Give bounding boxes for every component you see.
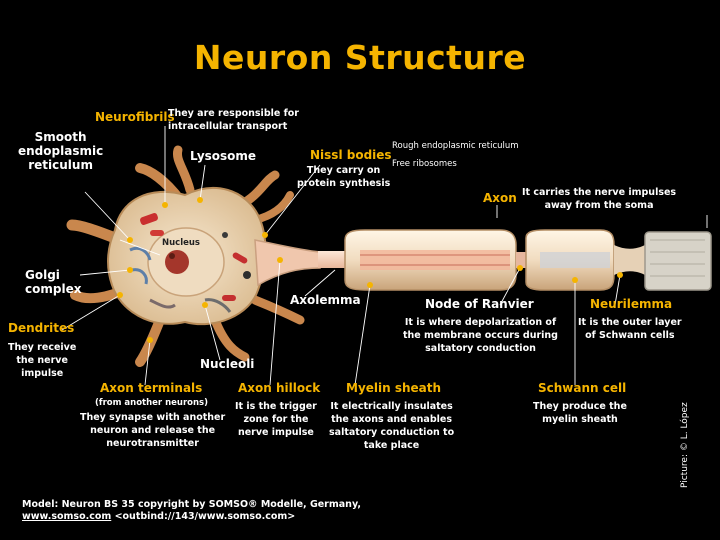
golgi-complex-label: Golgi complex	[25, 268, 82, 296]
axon-terminals-description: They synapse with another neuron and rel…	[80, 412, 226, 449]
rough-er-label: Rough endoplasmic reticulum	[392, 141, 519, 151]
neurilemma-label: Neurilemma	[590, 297, 673, 311]
node-of-ranvier-description: It is where depolarization of the membra…	[403, 317, 558, 354]
neurofibrils-label: Neurofibrils	[95, 110, 175, 124]
axon	[318, 251, 348, 268]
dendrites-description: They receive the nerve impulse	[8, 342, 77, 379]
free-ribosomes-label: Free ribosomes	[392, 159, 457, 169]
axon-hillock-label: Axon hillock	[238, 381, 321, 395]
axon-label: Axon	[483, 191, 517, 205]
axon-terminals-sublabel: (from another neurons)	[95, 398, 208, 408]
axon-hillock-description: It is the trigger zone for the nerve imp…	[235, 401, 317, 438]
smooth-er-label: Smooth endoplasmic reticulum	[18, 130, 104, 172]
model-credit-line: Model: Neuron BS 35 copyright by SOMSO® …	[22, 499, 362, 510]
somso-link[interactable]: www.somso.com	[22, 511, 112, 522]
schwann-cell-label: Schwann cell	[538, 381, 627, 395]
axolemma-label: Axolemma	[290, 293, 361, 307]
neurilemma-end	[644, 231, 712, 291]
lysosome-label: Lysosome	[190, 149, 257, 163]
myelin-sheath	[344, 229, 645, 291]
organelles	[129, 213, 251, 313]
axon-terminals-label: Axon terminals	[100, 381, 203, 395]
node-of-ranvier	[516, 252, 526, 268]
schwann-cell-description: They produce the myelin sheath	[533, 401, 627, 425]
nissl-bodies-description: They carry on protein synthesis	[297, 165, 391, 189]
somso-outbind-text: <outbind://143/www.somso.com>	[111, 511, 296, 522]
model-link-line: www.somso.com <outbind://143/www.somso.c…	[22, 511, 361, 523]
axon-hillock	[254, 239, 321, 287]
nissl-bodies-label: Nissl bodies	[310, 148, 392, 162]
axon-description: It carries the nerve impulses away from …	[522, 187, 677, 211]
nucleoli-label: Nucleoli	[200, 357, 255, 371]
model-credit: Model: Neuron BS 35 copyright by SOMSO® …	[22, 499, 361, 523]
node-of-ranvier-label: Node of Ranvier	[425, 297, 534, 311]
myelin-sheath-description: It electrically insulates the axons and …	[329, 401, 455, 451]
pointer-dots	[117, 197, 623, 343]
neurilemma-description: It is the outer layer of Schwann cells	[578, 317, 682, 341]
slide-title: Neuron Structure	[193, 38, 527, 77]
leader-lines	[61, 126, 708, 386]
dendrites-label: Dendrites	[8, 321, 75, 335]
myelin-sheath-label: Myelin sheath	[346, 381, 442, 395]
picture-credit: Picture: © L. López	[680, 402, 690, 488]
neurofibrils-description: They are responsible for intracellular t…	[168, 108, 299, 132]
nucleus-label: Nucleus	[162, 238, 200, 248]
